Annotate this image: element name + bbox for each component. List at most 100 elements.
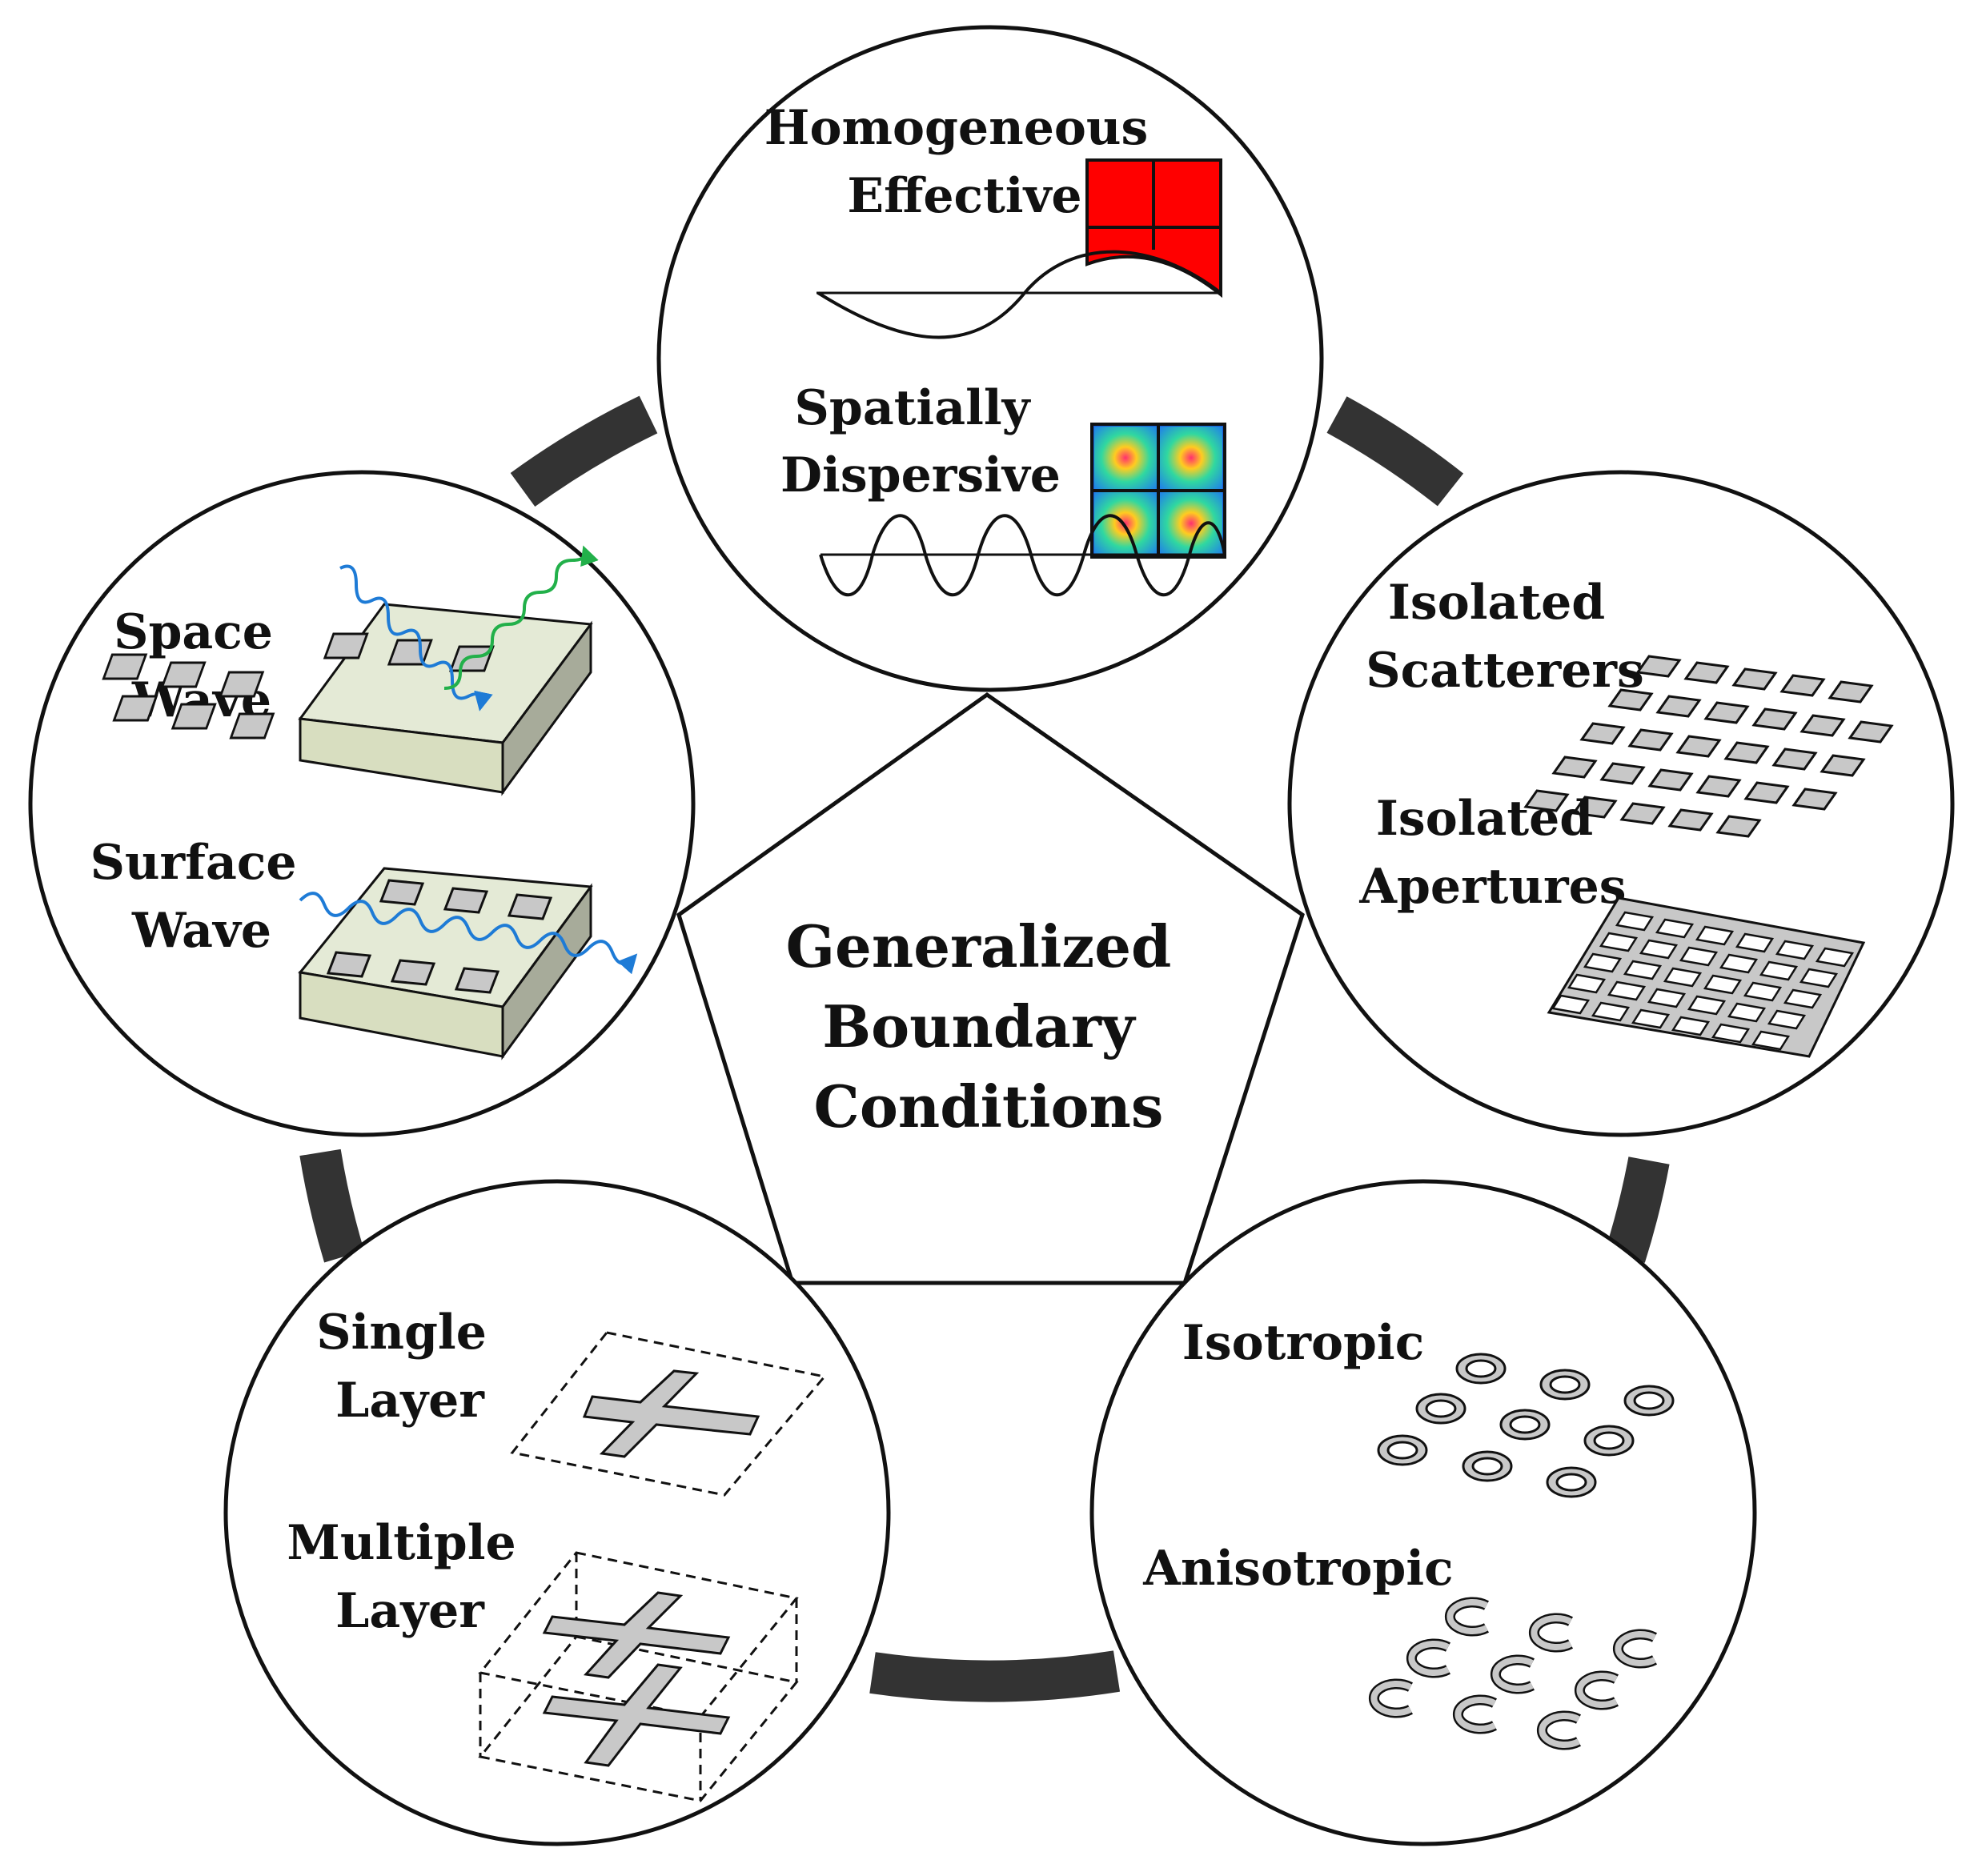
ring-arc-bottom [869, 1650, 1121, 1702]
circle-bottom-left: Single Layer Multiple Layer [223, 1179, 891, 1846]
single-layer-label: Single Layer [316, 1305, 504, 1429]
scatterer-patch [1703, 701, 1750, 724]
aperture-hole [1783, 988, 1823, 1009]
long-wave-icon [816, 250, 1222, 339]
aperture-hole [1631, 1008, 1671, 1029]
ring-inner [1633, 1391, 1665, 1410]
scatterer-patch [1779, 674, 1826, 697]
split-ring [1531, 1615, 1572, 1650]
aperture-hole [1551, 994, 1591, 1015]
ring-inner [1555, 1473, 1587, 1492]
surface-patches [326, 879, 553, 994]
scatterer-patch [1551, 756, 1598, 779]
aperture-hole [1767, 1009, 1807, 1030]
center-line-2: Boundary [822, 992, 1137, 1060]
apertures-label: Isolated Apertures [1358, 791, 1626, 915]
scatterer-patch [1820, 754, 1866, 777]
aperture-hole [1815, 947, 1855, 968]
spatial-label: Spatially Dispersive [780, 380, 1061, 503]
split-ring [1454, 1697, 1496, 1732]
ring-inner [1471, 1457, 1503, 1476]
aperture-hole [1727, 1002, 1767, 1023]
circle-left: Space Wave Surface Wave [28, 470, 696, 1137]
scatterer-patch [1675, 735, 1722, 758]
split-ring [1446, 1599, 1488, 1634]
ring-arc-right [1605, 1156, 1670, 1263]
aperture-hole [1599, 932, 1639, 952]
ring-arc-top-right [1326, 396, 1464, 507]
scatterer-patch [1791, 788, 1838, 811]
aperture-hole [1583, 952, 1623, 973]
isolated-scatterers-icon [1523, 655, 1894, 838]
center-line-1: Generalized [786, 912, 1172, 980]
reflected-wave-icon [443, 545, 599, 690]
aperture-hole [1687, 995, 1727, 1016]
scatterer-patch [1751, 708, 1798, 731]
short-wave-icon [819, 514, 1226, 596]
aperture-hole [1743, 981, 1783, 1002]
ring-arc-left [299, 1148, 364, 1263]
ring-inner [1593, 1431, 1625, 1450]
isotropic-label: Isotropic [1182, 1315, 1425, 1371]
scatterer-patch [1655, 695, 1702, 718]
scatterer-patch [1848, 720, 1894, 744]
ring-arc-top-left [510, 395, 658, 507]
scatterer-patch [1799, 714, 1846, 737]
anisotropic-split-rings-icon [1368, 1597, 1657, 1750]
scatterer-patch [1771, 748, 1818, 771]
aperture-hole [1663, 967, 1703, 988]
space-wave-slab-icon [102, 603, 593, 796]
aperture-hole [1567, 973, 1607, 994]
aperture-hole [1775, 940, 1815, 960]
scatterer-patch [1607, 688, 1654, 712]
aperture-holes [1551, 911, 1855, 1051]
split-ring [1615, 1631, 1656, 1666]
scatterer-patch [1667, 808, 1714, 832]
circle-right: Isolated Scatterers Isolated Apertures [1287, 470, 1955, 1137]
aperture-hole [1639, 939, 1679, 960]
aperture-hole [1647, 988, 1687, 1008]
single-layer-icon [510, 1331, 827, 1497]
homogeneous-label: Homogeneous Effective [764, 100, 1165, 224]
aperture-hole [1735, 932, 1775, 953]
scatterer-patch [1731, 667, 1778, 691]
cross-upper-icon [542, 1591, 731, 1679]
isotropic-rings-icon [1377, 1353, 1675, 1498]
circle-top: Homogeneous Effective Spatially Dispersi… [656, 25, 1324, 692]
dispersive-block-icon [1090, 423, 1226, 559]
aperture-hole [1719, 953, 1759, 974]
aperture-hole [1591, 1001, 1631, 1022]
scatterer-patch [1523, 789, 1570, 812]
scatterer-patch [1723, 741, 1770, 764]
scatterer-patch [1619, 802, 1666, 825]
aperture-hole [1695, 925, 1735, 946]
aperture-hole [1799, 968, 1839, 988]
anisotropic-label: Anisotropic [1142, 1541, 1453, 1597]
circle-bottom-right: Isotropic Anisotropic [1089, 1179, 1757, 1846]
split-ring [1492, 1657, 1534, 1692]
center-pentagon [676, 691, 1305, 1285]
incident-wave-icon [339, 564, 493, 712]
ring-arcs [299, 395, 1670, 1702]
scatterer-patch [1715, 815, 1762, 838]
aperture-hole [1671, 1016, 1711, 1036]
split-ring [1408, 1641, 1450, 1676]
scatterers-label: Isolated Scatterers [1366, 575, 1644, 699]
aperture-hole [1751, 1030, 1791, 1051]
scatterer-patch [1647, 768, 1694, 792]
scatterer-patch [1599, 762, 1646, 785]
split-ring [1576, 1673, 1618, 1708]
scatterer-patch [1743, 781, 1790, 804]
ring-inner [1465, 1359, 1497, 1378]
scatterer-patch [1635, 655, 1682, 678]
multiple-layer-label: Multiple Layer [287, 1515, 532, 1639]
aperture-hole [1759, 960, 1799, 981]
ring-inner [1509, 1415, 1541, 1434]
aperture-hole [1703, 974, 1743, 995]
ring-inner [1386, 1441, 1418, 1460]
surface-wave-label: Surface Wave [90, 835, 314, 959]
split-ring [1539, 1713, 1580, 1748]
ring-inner [1425, 1399, 1457, 1418]
center-label: Generalized Boundary Conditions [786, 912, 1192, 1140]
